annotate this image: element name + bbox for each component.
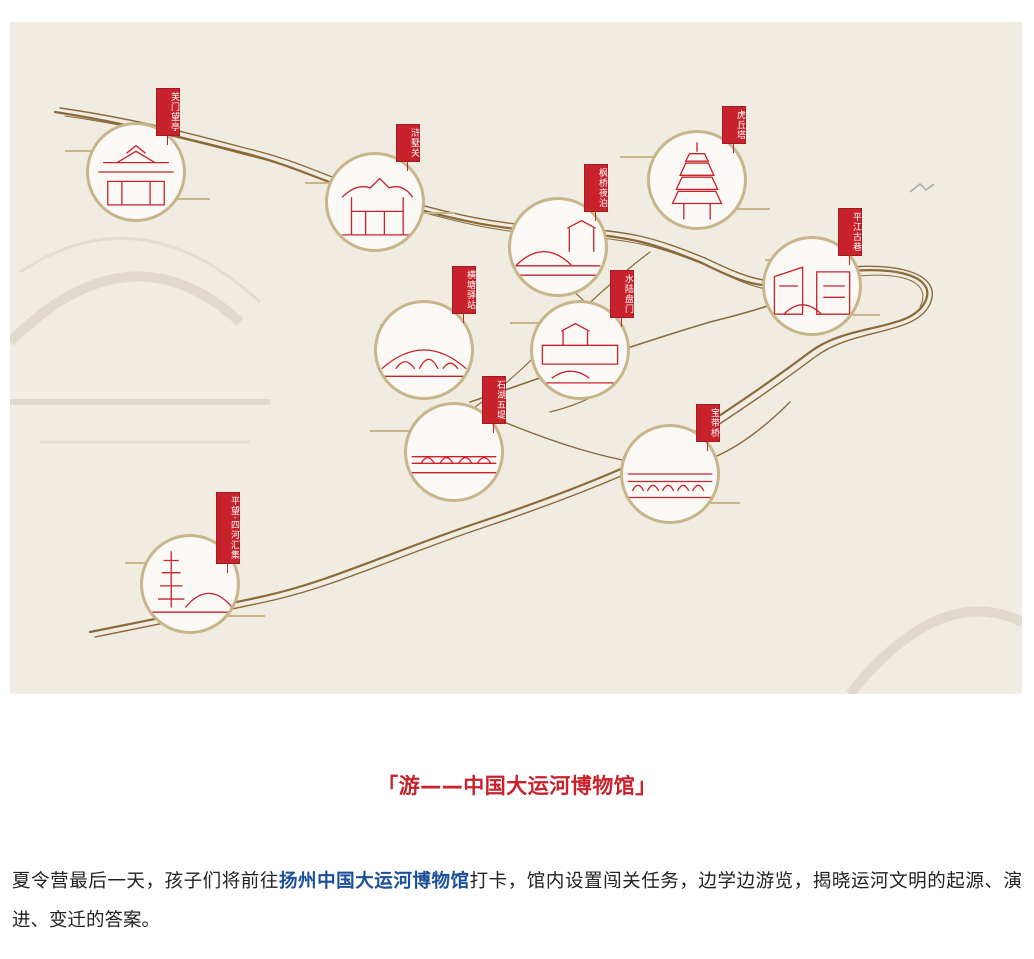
paragraph-before: 夏令营最后一天，孩子们将前往 [12,871,279,892]
spot-arch-bridge [374,300,474,400]
canal-route-map: 芙门望亭 浒墅关 枫桥夜泊 虎丘塔 平江古巷 横塘驿站 水陆盘门 石湖五堤 宝带… [10,22,1022,694]
pavilion-icon [341,177,414,236]
intro-paragraph: 夏令营最后一天，孩子们将前往扬州中国大运河博物馆打卡，馆内设置闯关任务，边学边游… [12,862,1022,940]
gate-tower-icon [98,144,174,206]
spot-label: 水陆盘门 [610,270,634,327]
spot-gate-tower [86,122,186,222]
spot-pavilion [325,152,425,252]
spot-label: 平望·四河汇集 [216,492,240,573]
pagoda-icon [671,142,723,220]
spot-label: 宝带桥 [696,404,720,451]
causeway-icon [411,456,497,474]
spot-label: 平江古巷 [838,208,862,265]
spot-label: 浒墅关 [396,124,420,171]
spot-label: 虎丘塔 [722,106,746,153]
old-street-icon [773,266,851,315]
multi-arch-bridge-icon [627,473,713,499]
stone-bridge-icon [515,219,601,276]
arch-bridge-icon [381,349,467,377]
water-gate-icon [541,322,619,384]
paragraph-after: 打卡，馆内设置闯关任务，边学边游览，揭晓运河文明的起源、演进、变迁的答案。 [12,871,1022,931]
spot-stone-bridge [508,197,608,297]
spot-label: 芙门望亭 [156,88,180,145]
section-title: 「游——中国大运河博物馆」 [377,774,657,798]
spot-label: 横塘驿站 [452,266,476,323]
spot-label: 枫桥夜泊 [584,164,608,221]
spot-pagoda [647,130,747,230]
spot-label: 石湖五堤 [482,376,506,433]
tower-bridge-icon [147,551,233,613]
museum-name-highlight: 扬州中国大运河博物馆 [278,871,470,892]
